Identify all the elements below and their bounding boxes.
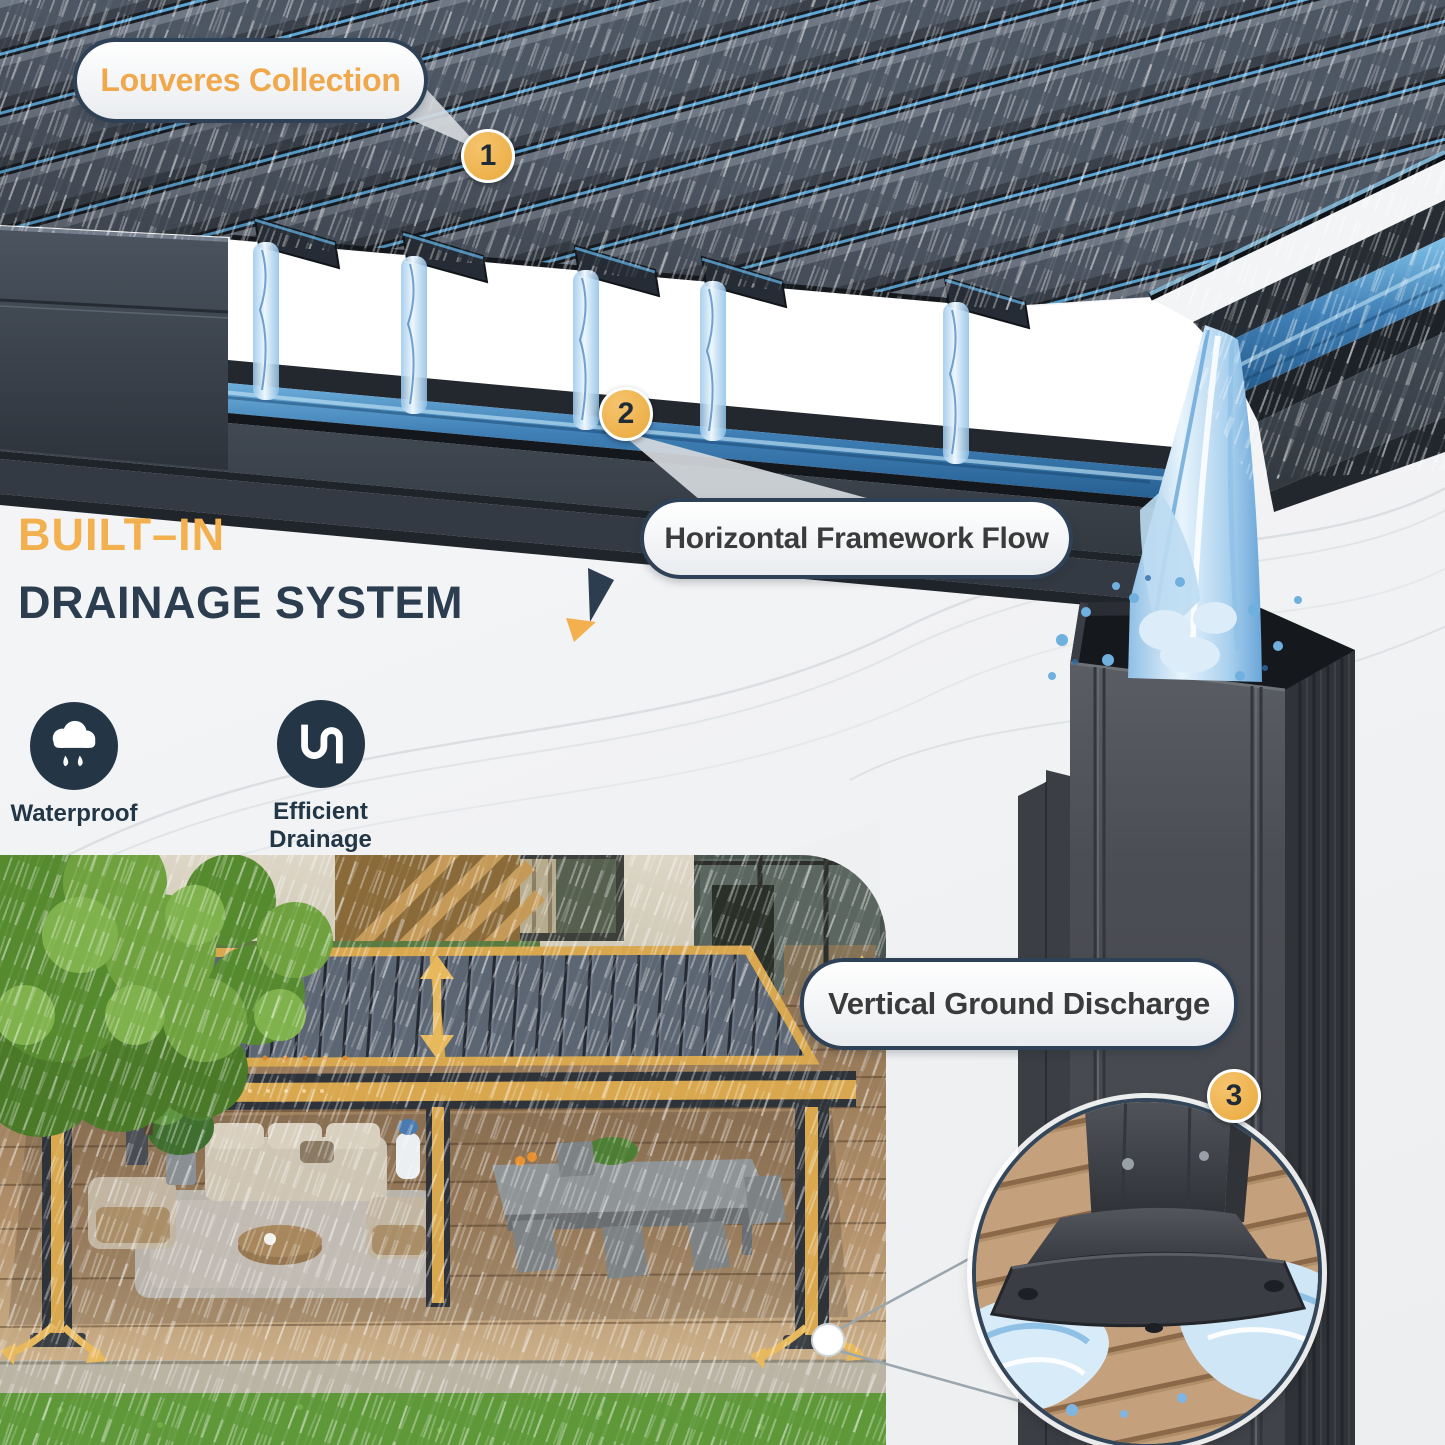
rain-cloud-icon — [30, 702, 118, 790]
roof-center-arrow — [420, 955, 454, 1059]
callout-pill-louveres: Louveres Collection — [73, 38, 428, 123]
feature-efficient-drainage: Efficient Drainage — [238, 700, 403, 854]
feature-label: Waterproof — [10, 800, 138, 827]
magnifier-circle — [972, 1098, 1322, 1445]
grass — [0, 1393, 886, 1445]
drain-pipe-icon — [276, 700, 365, 788]
feature-waterproof: Waterproof — [8, 702, 140, 828]
magnifier-source-dot — [811, 1323, 845, 1357]
headline-flash-icon — [566, 568, 614, 642]
step-badge-3: 3 — [1207, 1069, 1261, 1123]
headline-line1: BUILT–IN — [18, 509, 226, 560]
stone-edge — [0, 1360, 886, 1396]
callout-label: Horizontal Framework Flow — [664, 521, 1049, 555]
headline-line2: DRAINAGE SYSTEM — [18, 577, 464, 628]
tree — [0, 855, 333, 1137]
louver-end-caps — [253, 216, 1031, 330]
callout-label: Louveres Collection — [100, 62, 401, 98]
post-base-body — [1084, 1102, 1232, 1224]
water-streams — [253, 242, 969, 464]
pointer-wedge-2 — [617, 430, 874, 500]
feature-label: Efficient Drainage — [269, 798, 372, 853]
left-fascia — [0, 228, 228, 470]
right-gutter-channel — [1193, 200, 1445, 512]
water-cascade — [1048, 325, 1302, 682]
magnifier-leader-lines — [833, 1252, 1045, 1410]
callout-pill-framework: Horizontal Framework Flow — [640, 498, 1073, 579]
callout-label: Vertical Ground Discharge — [828, 986, 1210, 1021]
callout-pill-discharge: Vertical Ground Discharge — [800, 958, 1238, 1050]
headline: BUILT–IN DRAINAGE SYSTEM — [18, 512, 463, 625]
cutaway-gap — [0, 228, 1250, 456]
step-badge-1: 1 — [461, 129, 515, 183]
step-badge-2: 2 — [599, 387, 653, 441]
